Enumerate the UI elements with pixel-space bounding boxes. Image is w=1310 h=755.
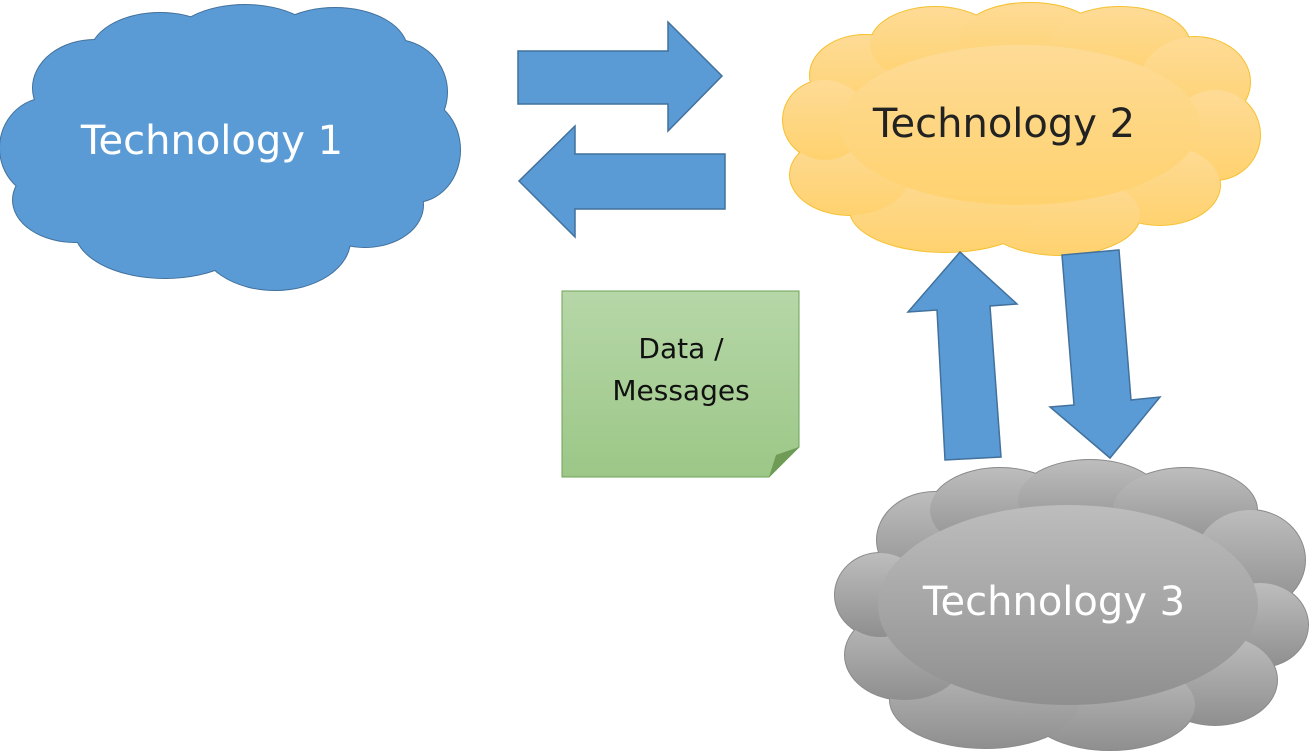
- technology-1-cloud-fill: [0, 5, 460, 290]
- note-label-line-2: Messages: [612, 374, 749, 407]
- technology-2-label: Technology 2: [872, 101, 1135, 147]
- technology-2-cloud: Technology 2: [782, 2, 1261, 256]
- arrow-tech2-to-tech3: [1048, 249, 1162, 460]
- technology-3-label: Technology 3: [922, 579, 1185, 625]
- technology-2-cloud-fill: [783, 3, 1260, 255]
- technology-1-label: Technology 1: [80, 118, 343, 164]
- arrow-tech3-to-tech2: [906, 250, 1019, 461]
- note-fold-corner: [769, 447, 799, 477]
- arrow-tech1-to-tech2: [517, 20, 724, 133]
- note-label-line-1: Data /: [638, 332, 724, 365]
- technology-3-cloud: Technology 3: [834, 459, 1309, 751]
- arrow-tech2-to-tech1: [517, 124, 726, 239]
- technology-1-cloud: Technology 1: [0, 4, 461, 291]
- data-messages-note: Data / Messages: [561, 290, 800, 478]
- technology-3-cloud-fill: [835, 460, 1308, 750]
